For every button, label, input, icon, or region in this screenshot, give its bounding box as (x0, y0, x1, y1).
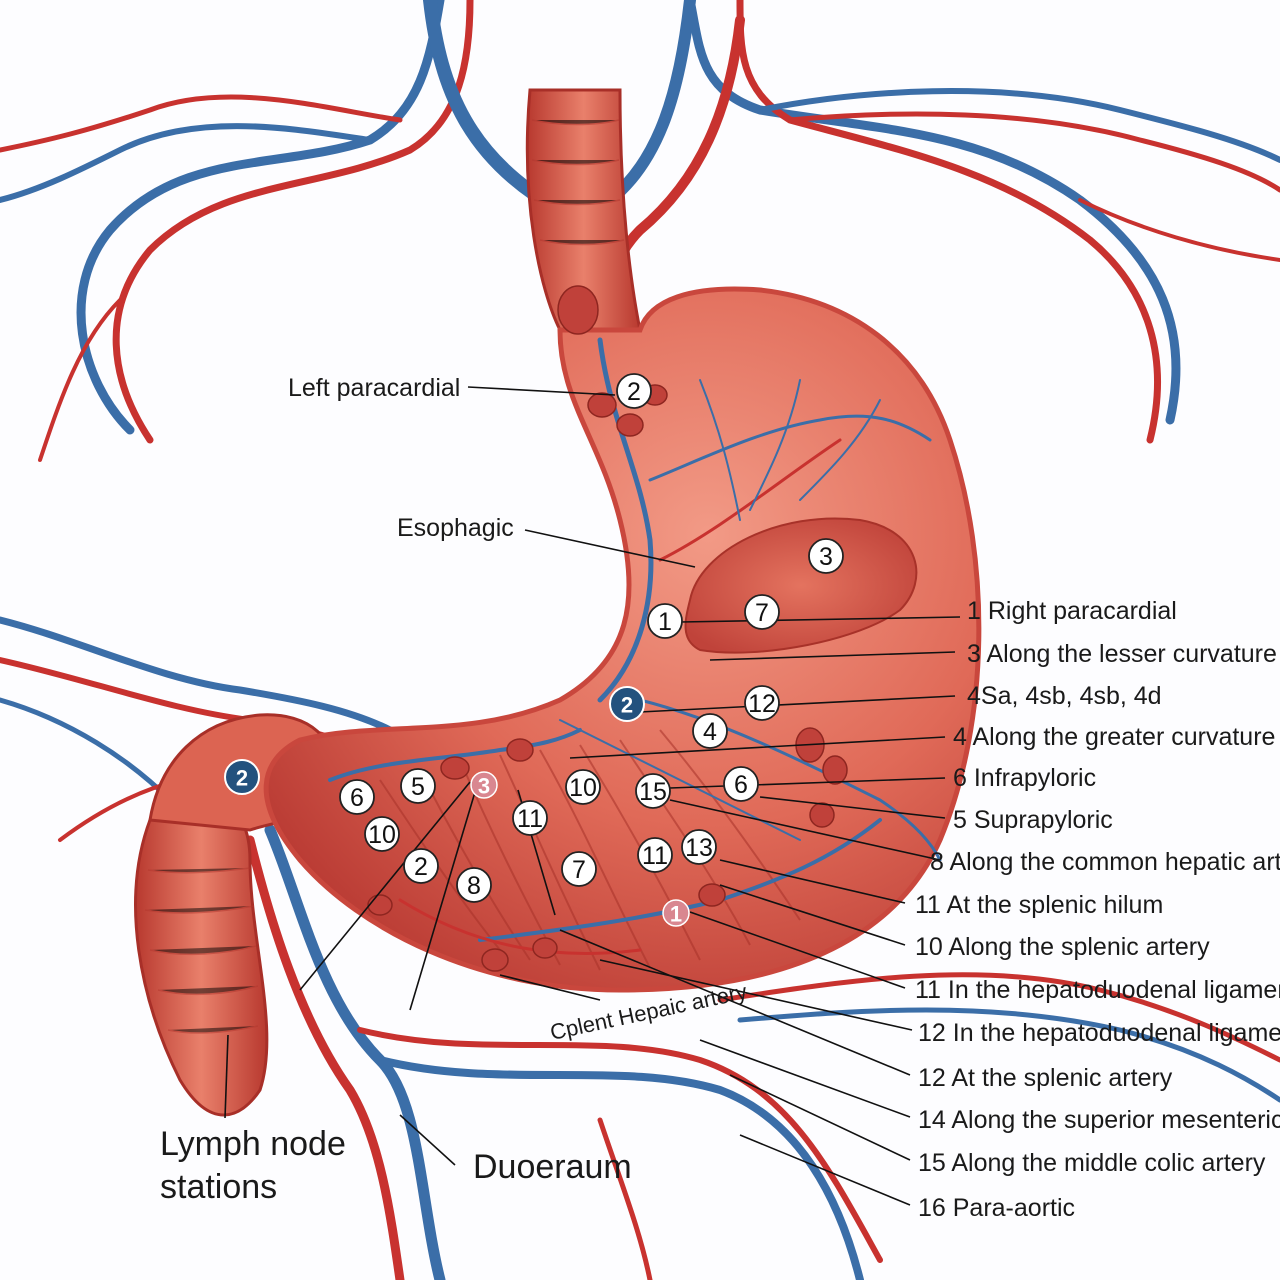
label-left-paracardial: Left paracardial (288, 374, 460, 402)
lymph-node-station-marker: 3 (470, 771, 498, 799)
label-lymph-node-stations-line-1: Lymph node (160, 1125, 346, 1163)
lymph-node-station-number: 11 (517, 805, 543, 833)
lymph-node-station-number: 5 (411, 773, 425, 801)
lymph-node-station-marker: 11 (637, 837, 673, 873)
lymph-node-station-marker: 5 (400, 768, 436, 804)
legend-entry: 1 Right paracardial (967, 597, 1177, 625)
lymph-node-station-number: 10 (569, 774, 597, 802)
lymph-node-station-number: 2 (236, 766, 248, 791)
lymph-node-station-marker: 7 (744, 594, 780, 630)
legend-entry: 12 In the hepatoduodenal ligament (918, 1019, 1280, 1047)
legend-entry: 4Sa, 4sb, 4sb, 4d (967, 682, 1162, 710)
lymph-node-station-number: 1 (670, 902, 682, 927)
lymph-node-station-number: 6 (734, 771, 748, 799)
legend-entry: 11 At the splenic hilum (915, 891, 1163, 919)
lymph-node-station-marker: 1 (662, 899, 690, 927)
lymph-node-station-number: 10 (368, 821, 396, 849)
legend-entry: 14 Along the superior mesenteric (918, 1106, 1280, 1134)
lymph-node-station-marker: 3 (808, 538, 844, 574)
esophagus (525, 88, 642, 332)
lymph-node-station-marker: 15 (635, 773, 671, 809)
lymph-node-station-number: 15 (639, 778, 667, 806)
lymph-node-station-marker: 13 (681, 829, 717, 865)
lymph-node-station-number: 4 (703, 718, 717, 746)
lymph-node-station-number: 2 (621, 693, 633, 718)
lymph-node-station-number: 11 (642, 842, 668, 870)
legend-entry: 5 Suprapyloric (953, 806, 1113, 834)
legend-entry: 6 Infrapyloric (953, 764, 1096, 792)
lymph-node-station-number: 8 (467, 872, 481, 900)
lymph-node-station-marker: 2 (403, 848, 439, 884)
lymph-node-station-number: 13 (685, 834, 713, 862)
lymph-node-station-marker: 11 (512, 800, 548, 836)
label-esophagic: Esophagic (397, 514, 514, 542)
lymph-node-station-marker: 2 (609, 686, 645, 722)
legend-entry: 11 In the hepatoduodenal ligament (915, 976, 1280, 1004)
lymph-node-station-marker: 2 (616, 373, 652, 409)
legend-entry: 16 Para-aortic (918, 1194, 1075, 1222)
lymph-node-station-number: 2 (627, 378, 641, 406)
lymph-node-station-number: 7 (755, 599, 769, 627)
lymph-node-station-number: 12 (748, 690, 776, 718)
legend-entry: 4 Along the greater curvature (953, 723, 1275, 751)
lymph-node-station-number: 3 (478, 774, 490, 799)
lymph-node-station-marker: 4 (692, 713, 728, 749)
label-duodenum: Duoeraum (473, 1148, 632, 1186)
legend-entry: 12 At the splenic artery (918, 1064, 1173, 1092)
lymph-node-station-number: 2 (414, 853, 428, 881)
lymph-node-station-marker: 6 (723, 766, 759, 802)
label-lymph-node-stations-line-2: stations (160, 1168, 277, 1206)
legend-entry: 15 Along the middle colic artery (918, 1149, 1266, 1177)
lymph-node-station-marker: 10 (565, 769, 601, 805)
label-common-hepatic-artery: Cplent Hepaic artery (548, 979, 749, 1045)
legend-entry: 10 Along the splenic artery (915, 933, 1210, 961)
lymph-node-station-number: 6 (350, 784, 364, 812)
lymph-node-station-number: 1 (658, 608, 672, 636)
lymph-node-station-marker: 2 (224, 759, 260, 795)
lymph-node-station-marker: 1 (647, 603, 683, 639)
lymph-node-station-marker: 7 (561, 851, 597, 887)
legend-entry: 8 Along the common hepatic artery (930, 848, 1280, 876)
lymph-node-station-number: 7 (572, 856, 586, 884)
lymph-node-station-marker: 10 (364, 816, 400, 852)
lymph-node-station-marker: 8 (456, 867, 492, 903)
legend-entry: 3 Along the lesser curvature (967, 640, 1277, 668)
lymph-node-station-marker: 12 (744, 685, 780, 721)
lymph-node-station-number: 3 (819, 543, 833, 571)
lymph-node-station-marker: 6 (339, 779, 375, 815)
